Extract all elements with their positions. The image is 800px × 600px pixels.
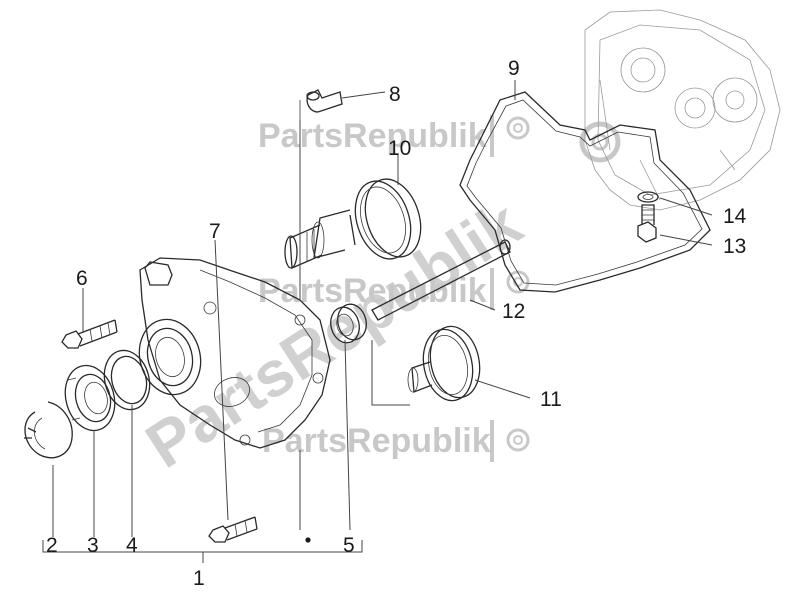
watermark-text-middle: PartsRepublik xyxy=(258,272,487,310)
watermark-middle: PartsRepublik xyxy=(258,268,530,310)
callout-12: 12 xyxy=(502,300,525,323)
bolt-6 xyxy=(61,319,118,349)
sealing-washer xyxy=(637,191,659,203)
breather-elbow xyxy=(299,89,343,120)
callout-labels: 1 2 3 4 5 6 7 8 9 10 11 12 13 14 xyxy=(46,57,747,590)
bearing xyxy=(64,364,116,432)
watermark-text-bottom: PartsRepublik xyxy=(262,422,491,460)
drain-plug xyxy=(637,204,657,243)
watermark-top: PartsRepublik xyxy=(258,115,530,157)
callout-8: 8 xyxy=(389,83,401,106)
gear-shaft-10 xyxy=(284,178,422,269)
callout-9: 9 xyxy=(508,57,520,80)
watermark-text-top: PartsRepublik xyxy=(258,117,487,155)
bolt-7 xyxy=(208,516,258,543)
watermark-layer: PartsRepublik PartsRepublik PartsRepubli… xyxy=(133,115,621,482)
callout-11: 11 xyxy=(540,388,562,411)
callout-14: 14 xyxy=(723,205,747,228)
callout-13: 13 xyxy=(723,235,746,258)
callout-3: 3 xyxy=(87,534,99,557)
leader-lines xyxy=(42,80,713,563)
callout-4: 4 xyxy=(126,534,138,557)
transmission-housing xyxy=(584,9,781,211)
callout-1: 1 xyxy=(193,567,205,590)
watermark-gear-icon xyxy=(506,428,530,452)
callout-10: 10 xyxy=(388,137,411,160)
callout-2: 2 xyxy=(46,534,58,557)
watermark-bottom: PartsRepublik xyxy=(262,420,530,462)
callout-7: 7 xyxy=(209,220,221,243)
watermark-gear-icon xyxy=(506,116,530,140)
callout-5: 5 xyxy=(343,534,355,557)
circlip xyxy=(24,401,73,459)
callout-6: 6 xyxy=(76,267,88,290)
gear-shaft-11 xyxy=(371,239,511,402)
gasket xyxy=(459,91,711,293)
bushing xyxy=(330,303,367,344)
oil-seal-ring xyxy=(103,349,151,411)
